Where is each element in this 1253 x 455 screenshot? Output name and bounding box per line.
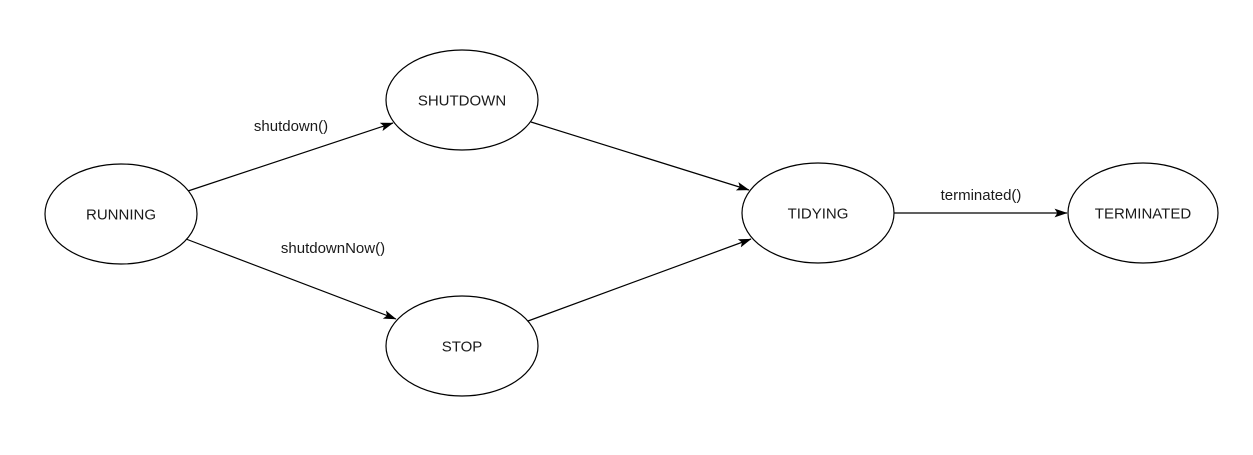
- state-node-stop-shape: [385, 295, 539, 397]
- edge-label-shutdownnow-call: shutdownNow(): [281, 240, 385, 257]
- state-node-tidying: TIDYING: [741, 162, 895, 264]
- edge-line-running-shutdown: [187, 122, 394, 192]
- edge-label-shutdown-call: shutdown(): [254, 118, 328, 135]
- state-node-shutdown-label: SHUTDOWN: [418, 92, 506, 109]
- edge-line-running-stop: [185, 238, 397, 320]
- edge-tidying-to-terminated: terminated(): [894, 187, 1068, 218]
- edge-running-to-shutdown: shutdown(): [187, 118, 394, 192]
- state-node-running-shape: [44, 163, 198, 265]
- state-node-running: RUNNING: [44, 163, 198, 265]
- state-node-tidying-label: TIDYING: [788, 205, 849, 222]
- edge-line-stop-tidying: [527, 238, 752, 322]
- state-node-terminated-label: TERMINATED: [1095, 205, 1192, 222]
- edge-running-to-stop: shutdownNow(): [185, 238, 397, 320]
- state-node-terminated-shape: [1067, 162, 1219, 264]
- state-node-stop: STOP: [385, 295, 539, 397]
- edge-shutdown-to-tidying: [530, 121, 750, 191]
- edge-line-shutdown-tidying: [530, 121, 750, 191]
- edge-label-terminated-call: terminated(): [941, 187, 1022, 204]
- edge-stop-to-tidying: [527, 238, 752, 322]
- state-node-shutdown: SHUTDOWN: [385, 49, 539, 151]
- state-node-running-label: RUNNING: [86, 206, 156, 223]
- state-node-shutdown-shape: [385, 49, 539, 151]
- state-node-tidying-shape: [741, 162, 895, 264]
- state-node-terminated: TERMINATED: [1067, 162, 1219, 264]
- state-node-stop-label: STOP: [442, 338, 483, 355]
